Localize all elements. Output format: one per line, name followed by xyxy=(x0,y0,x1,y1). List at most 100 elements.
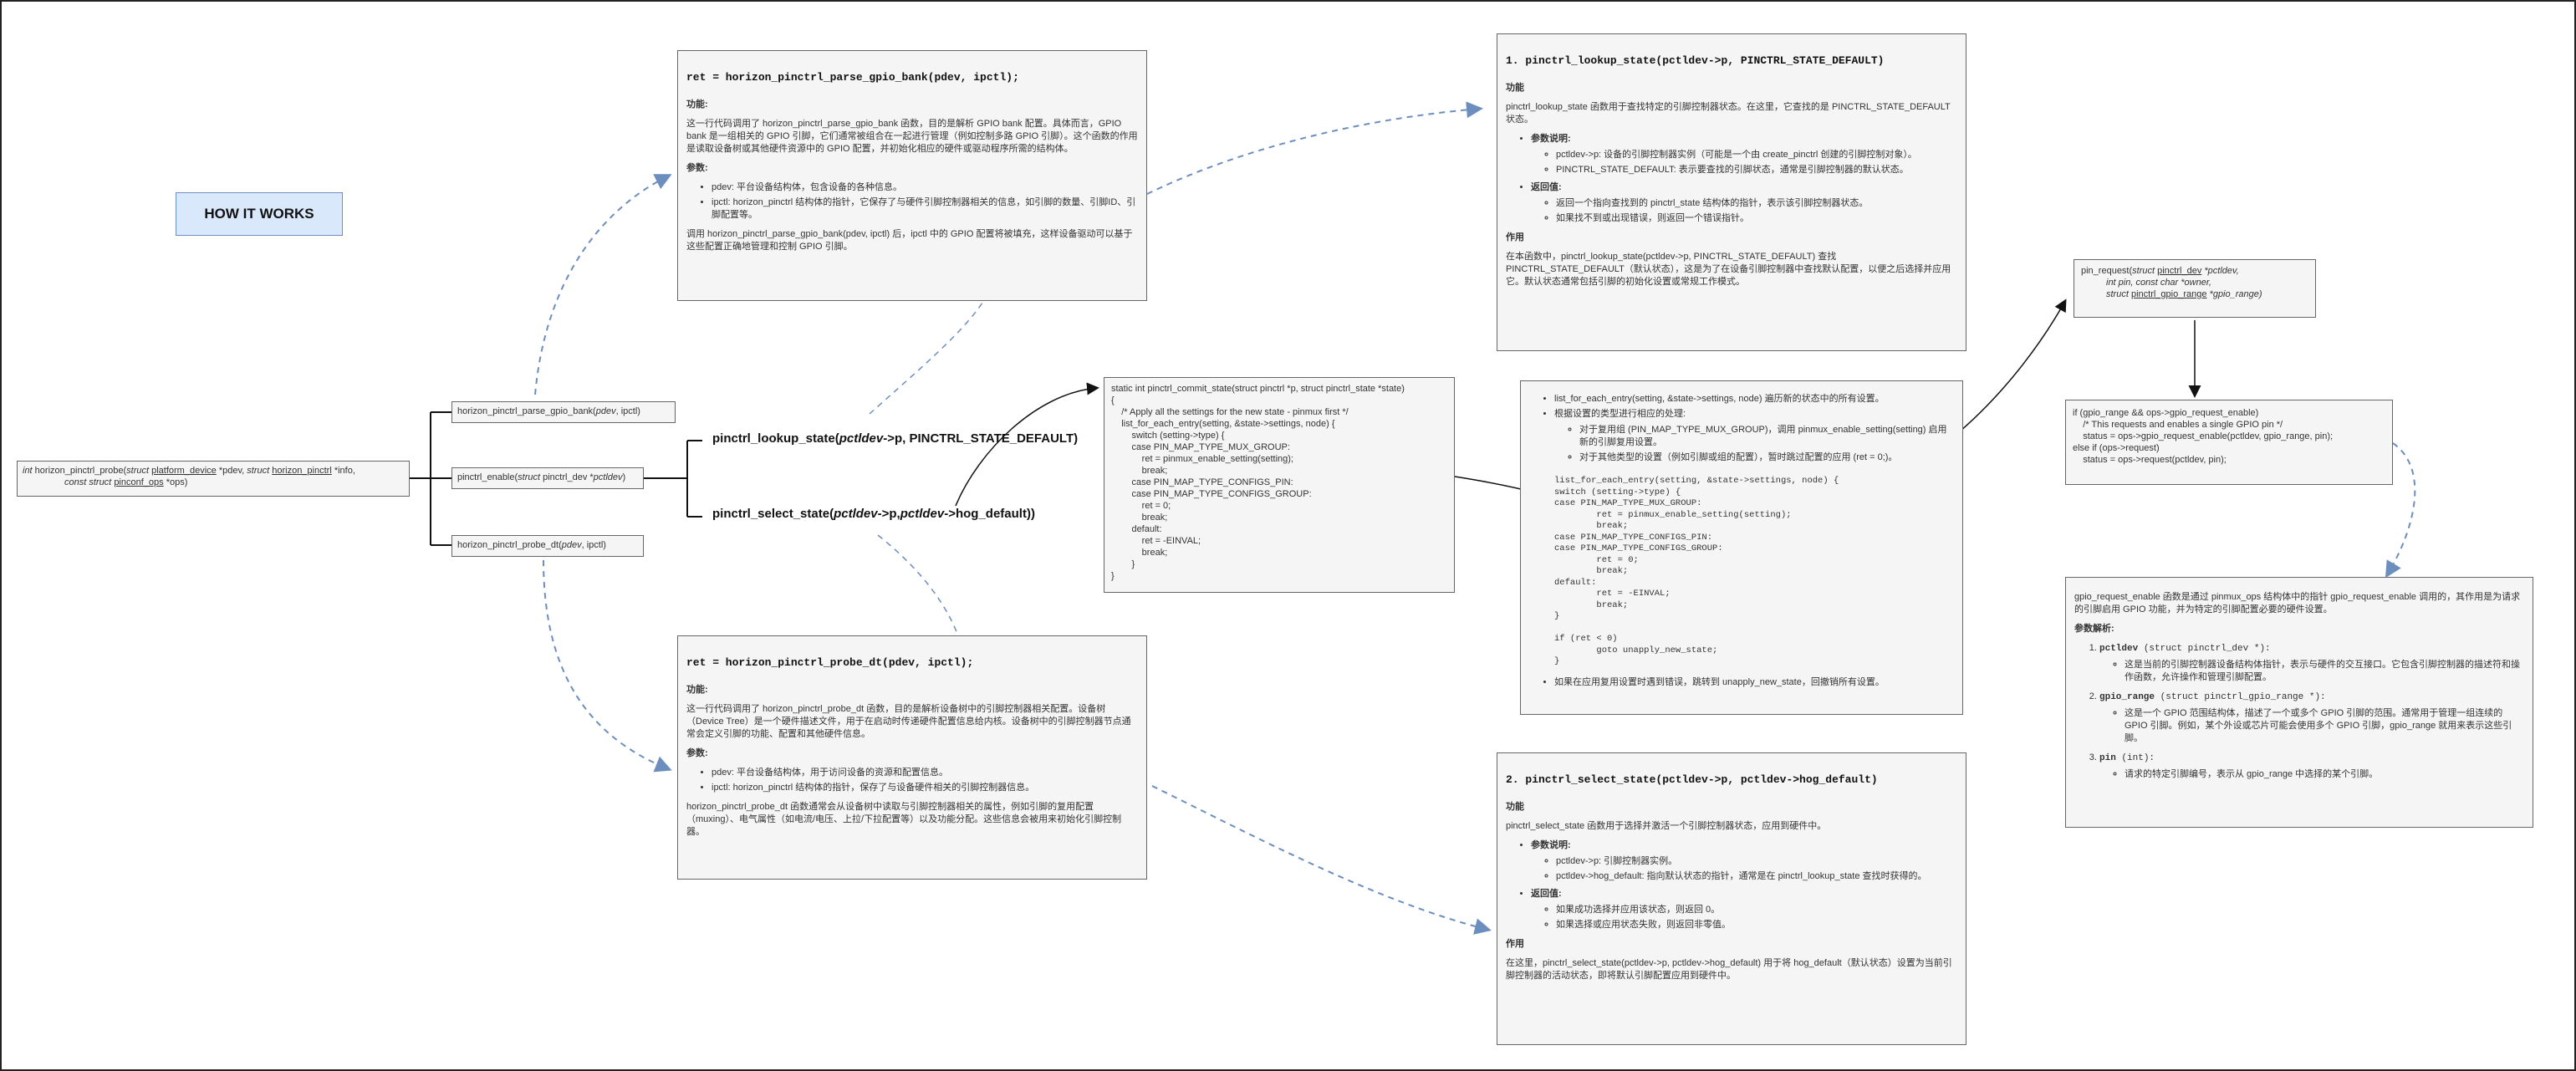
lookup-ret-label: 返回值: xyxy=(1531,182,1562,192)
arrow-select-to-commit xyxy=(955,382,1099,507)
pinreq-l2: int pin, const char *owner, xyxy=(2106,278,2211,288)
lookup-func-text: pinctrl_lookup_state 函数用于查找特定的引脚控制器状态。在这… xyxy=(1506,102,1951,125)
pinctrl-enable-call[interactable]: pinctrl_enable(struct pinctrl_dev *pctld… xyxy=(451,467,644,489)
select-ret-item: 如果选择或应用状态失败，则返回非零值。 xyxy=(1556,919,1957,931)
lookup-use-text: 在本函数中，pinctrl_lookup_state(pctldev->p, P… xyxy=(1506,252,1951,287)
gpio-param-item: pctldev (struct pinctrl_dev *): 这是当前的引脚控… xyxy=(2099,642,2524,684)
gpio-param-item: pin (int): 请求的特定引脚编号，表示从 gpio_range 中选择的… xyxy=(2099,752,2524,781)
lookup-ret-section: 返回值: 返回一个指向查找到的 pinctrl_state 结构体的指针，表示该… xyxy=(1531,181,1957,225)
parse-tail: 调用 horizon_pinctrl_parse_gpio_bank(pdev,… xyxy=(686,229,1133,252)
enable-call-rest: pinctrl_dev * xyxy=(540,472,594,482)
lookup-func-label: 功能 xyxy=(1506,83,1524,93)
gpio-param-sub: 这是一个 GPIO 范围结构体，描述了一个或多个 GPIO 引脚的范围。通常用于… xyxy=(2125,707,2524,745)
gpio-desc-intro: gpio_request_enable 函数是通过 pinmux_ops 结构体… xyxy=(2074,592,2521,615)
select-use-label: 作用 xyxy=(1506,939,1524,949)
select-e: ->hog_default)) xyxy=(944,507,1035,521)
parse-func-label: 功能: xyxy=(686,99,708,110)
select-a: pinctrl_select_state( xyxy=(712,507,834,521)
select-c: ->p, xyxy=(877,507,900,521)
select-d: pctldev xyxy=(900,507,945,521)
probe-ret-type: int xyxy=(23,466,33,476)
select-param-item: pctldev->hog_default: 指向默认状态的指针，通常是在 pin… xyxy=(1556,870,1957,883)
how-it-works-title: HOW IT WORKS xyxy=(176,192,343,236)
arrow-probedt-to-desc xyxy=(543,559,672,773)
lookup-c: ->p, PINCTRL_STATE_DEFAULT) xyxy=(883,431,1079,446)
select-param-section: 参数说明: pctldev->p: 引脚控制器实例。 pctldev->hog_… xyxy=(1531,839,1957,883)
parse-call-arg: pdev xyxy=(595,406,616,416)
gpio-request-desc: gpio_request_enable 函数是通过 pinmux_ops 结构体… xyxy=(2065,577,2533,828)
gpio-param-head: gpio_range xyxy=(2099,692,2155,702)
probe-type3: pinconf_ops xyxy=(114,477,164,487)
pin-request-box[interactable]: pin_request(struct pinctrl_dev *pctldev,… xyxy=(2074,259,2316,318)
probedt-call-rest: , ipctl) xyxy=(581,540,606,550)
probedt-call-name: horizon_pinctrl_probe_dt( xyxy=(457,540,562,550)
parse-param-item: ipctl: horizon_pinctrl 结构体的指针，它保存了与硬件引脚控… xyxy=(712,196,1138,222)
lookup-ret-item: 返回一个指向查找到的 pinctrl_state 结构体的指针，表示该引脚控制器… xyxy=(1556,197,1957,210)
probe-name: horizon_pinctrl_probe( xyxy=(32,466,127,476)
parse-gpio-bank-desc: ret = horizon_pinctrl_parse_gpio_bank(pd… xyxy=(677,50,1147,301)
select-ret-label: 返回值: xyxy=(1531,889,1562,899)
probedt-param-item: ipctl: horizon_pinctrl 结构体的指针，保存了与设备硬件相关… xyxy=(712,782,1138,794)
commit-desc-last: 如果在应用复用设置时遇到错误，跳转到 unapply_new_state，回撤销… xyxy=(1554,676,1954,689)
gpio-param-sig: (struct pinctrl_dev *): xyxy=(2138,644,2271,654)
pinreq-p1: *pctldev, xyxy=(2201,266,2239,276)
probe-type2: horizon_pinctrl xyxy=(272,466,332,476)
arrow-parse-to-desc xyxy=(534,174,672,395)
arrow-gpio-to-desc xyxy=(2385,442,2416,579)
commit-state-code: static int pinctrl_commit_state(struct p… xyxy=(1104,377,1455,593)
select-b: pctldev xyxy=(834,507,878,521)
lookup-param-item: pctldev->p: 设备的引脚控制器实例（可能是一个由 create_pin… xyxy=(1556,149,1957,161)
select-func-label: 功能 xyxy=(1506,802,1524,812)
gpio-param-sig: (int): xyxy=(2115,753,2155,763)
gpio-param-item: gpio_range (struct pinctrl_gpio_range *)… xyxy=(2099,691,2524,745)
commit-desc-subitem: 对于复用组 (PIN_MAP_TYPE_MUX_GROUP)，调用 pinmux… xyxy=(1579,424,1954,449)
gpio-param-sub: 这是当前的引脚控制器设备结构体指针，表示与硬件的交互接口。它包含引脚控制器的描述… xyxy=(2125,659,2524,684)
probedt-tail: horizon_pinctrl_probe_dt 函数通常会从设备树中读取与引脚… xyxy=(686,802,1122,837)
select-ret-item: 如果成功选择并应用该状态，则返回 0。 xyxy=(1556,904,1957,916)
probe-kw2: struct xyxy=(247,466,270,476)
lookup-state-call[interactable]: pinctrl_lookup_state(pctldev->p, PINCTRL… xyxy=(712,431,1078,446)
probedt-func-label: 功能: xyxy=(686,685,708,695)
gpio-param-head: pctldev xyxy=(2099,644,2139,654)
pinreq-p3: *gpio_range) xyxy=(2206,289,2262,299)
commit-desc-list: list_for_each_entry(setting, &state->set… xyxy=(1554,393,1954,464)
probedt-desc-heading: ret = horizon_pinctrl_probe_dt(pdev, ipc… xyxy=(686,656,974,669)
probe-dt-call[interactable]: horizon_pinctrl_probe_dt(pdev, ipctl) xyxy=(451,535,644,557)
select-func-text: pinctrl_select_state 函数用于选择并激活一个引脚控制器状态，… xyxy=(1506,821,1827,831)
lookup-desc-heading: 1. pinctrl_lookup_state(pctldev->p, PINC… xyxy=(1506,54,1885,67)
title-text: HOW IT WORKS xyxy=(204,206,314,222)
pinreq-kw1: struct xyxy=(2132,266,2155,276)
select-state-call[interactable]: pinctrl_select_state(pctldev->p,pctldev-… xyxy=(712,507,1035,521)
probe-param1: *pdev, xyxy=(216,466,247,476)
parse-gpio-bank-call[interactable]: horizon_pinctrl_parse_gpio_bank(pdev, ip… xyxy=(451,401,676,423)
gpio-param-sig: (struct pinctrl_gpio_range *): xyxy=(2155,692,2326,702)
commit-desc-code: list_for_each_entry(setting, &state->set… xyxy=(1554,476,1839,666)
gpio-param-sub: 请求的特定引脚编号，表示从 gpio_range 中选择的某个引脚。 xyxy=(2125,768,2524,781)
lookup-use-label: 作用 xyxy=(1506,232,1524,242)
probe-param2: *info, xyxy=(331,466,355,476)
select-state-desc: 2. pinctrl_select_state(pctldev->p, pctl… xyxy=(1497,752,1966,1045)
probedt-param-list: pdev: 平台设备结构体，用于访问设备的资源和配置信息。 ipctl: hor… xyxy=(712,767,1138,794)
lookup-param-section: 参数说明: pctldev->p: 设备的引脚控制器实例（可能是一个由 crea… xyxy=(1531,133,1957,176)
probe-function-box[interactable]: int horizon_pinctrl_probe(struct platfor… xyxy=(17,461,410,497)
parse-call-name: horizon_pinctrl_parse_gpio_bank( xyxy=(457,406,596,416)
probedt-func-text: 这一行代码调用了 horizon_pinctrl_probe_dt 函数，目的是… xyxy=(686,704,1131,739)
parse-func-text: 这一行代码调用了 horizon_pinctrl_parse_gpio_bank… xyxy=(686,119,1138,154)
select-use-text: 在这里，pinctrl_select_state(pctldev->p, pct… xyxy=(1506,958,1952,981)
probe-kw1: struct xyxy=(126,466,150,476)
commit-desc-item: list_for_each_entry(setting, &state->set… xyxy=(1554,393,1954,405)
probedt-param-item: pdev: 平台设备结构体，用于访问设备的资源和配置信息。 xyxy=(712,767,1138,779)
pinreq-t3: pinctrl_gpio_range xyxy=(2130,289,2207,299)
pinreq-a: pin_request( xyxy=(2081,266,2133,276)
parse-param-item: pdev: 平台设备结构体，包含设备的各种信息。 xyxy=(712,181,1138,194)
gpio-param-label: 参数解析: xyxy=(2074,624,2114,634)
pinreq-kw3: struct xyxy=(2106,289,2129,299)
select-ret-section: 返回值: 如果成功选择并应用该状态，则返回 0。 如果选择或应用状态失败，则返回… xyxy=(1531,888,1957,931)
lookup-param-label: 参数说明: xyxy=(1531,134,1571,144)
parse-param-list: pdev: 平台设备结构体，包含设备的各种信息。 ipctl: horizon_… xyxy=(712,181,1138,222)
select-param-item: pctldev->p: 引脚控制器实例。 xyxy=(1556,855,1957,868)
commit-state-desc: list_for_each_entry(setting, &state->set… xyxy=(1520,380,1963,715)
gpio-param-head: pin xyxy=(2099,753,2116,763)
arrow-probedt-to-select xyxy=(1151,785,1492,935)
parse-desc-heading: ret = horizon_pinctrl_parse_gpio_bank(pd… xyxy=(686,71,1019,84)
